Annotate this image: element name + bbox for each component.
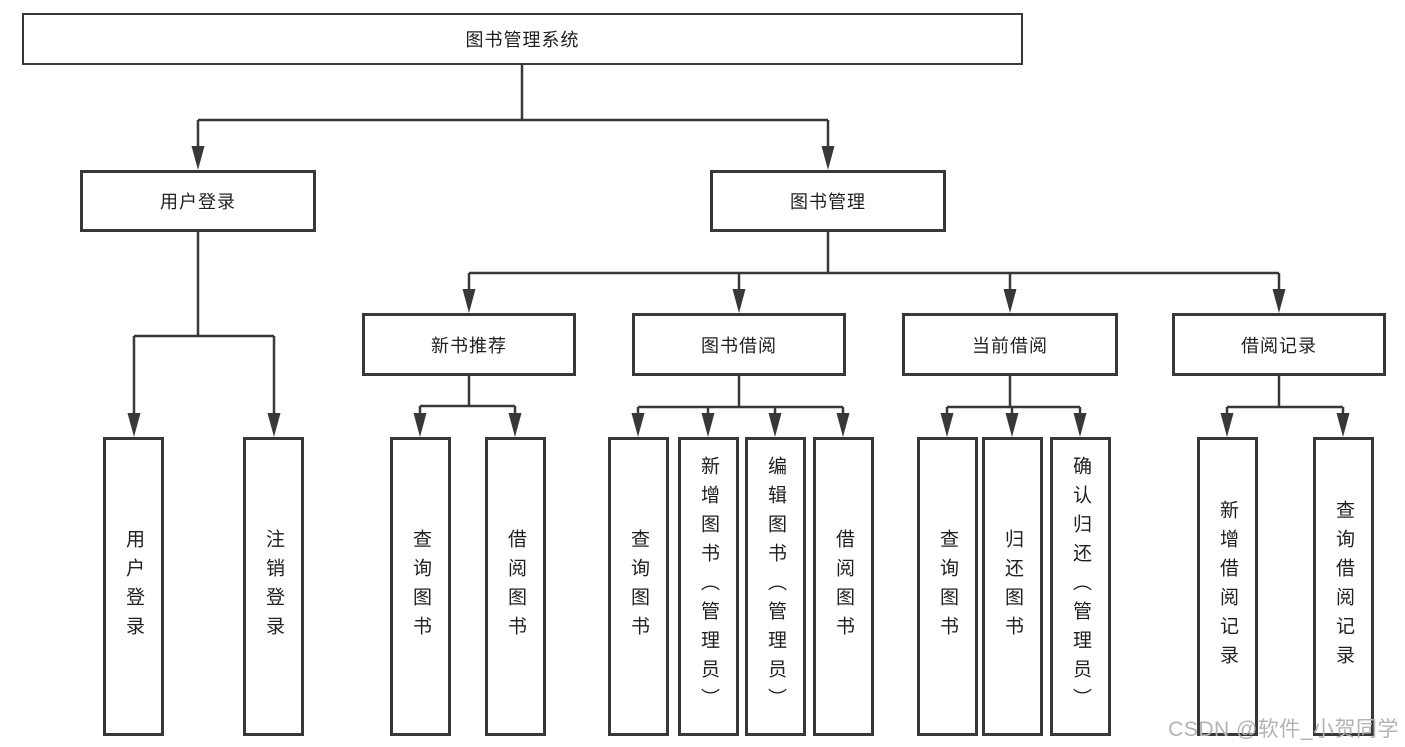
leaf-confirm-return-admin: 确认归还（管理员） <box>1050 437 1111 736</box>
leaf-edit-books-admin: 编辑图书（管理员） <box>745 437 806 736</box>
node-current-borrow: 当前借阅 <box>902 313 1118 376</box>
leaf-query-borrow-record-label: 查询借阅记录 <box>1333 499 1354 674</box>
leaf-query-books-borrow-label: 查询图书 <box>628 528 649 645</box>
node-user-login: 用户登录 <box>80 170 316 232</box>
leaf-user-login: 用户登录 <box>103 437 164 736</box>
leaf-confirm-return-admin-label: 确认归还（管理员） <box>1070 456 1091 717</box>
node-book-management: 图书管理 <box>710 170 946 232</box>
leaf-add-books-admin: 新增图书（管理员） <box>678 437 739 736</box>
leaf-add-books-admin-label: 新增图书（管理员） <box>698 456 719 717</box>
leaf-query-books-current-label: 查询图书 <box>937 528 958 645</box>
leaf-query-books-recommend-label: 查询图书 <box>410 528 431 645</box>
leaf-return-books: 归还图书 <box>982 437 1043 736</box>
node-library-management-system: 图书管理系统 <box>22 13 1023 65</box>
leaf-borrow-books-recommend: 借阅图书 <box>485 437 546 736</box>
leaf-borrow-books: 借阅图书 <box>813 437 874 736</box>
leaf-query-books-borrow: 查询图书 <box>608 437 669 736</box>
leaf-add-borrow-record-label: 新增借阅记录 <box>1217 499 1238 674</box>
leaf-query-books-current: 查询图书 <box>917 437 978 736</box>
leaf-query-books-recommend: 查询图书 <box>390 437 451 736</box>
node-book-borrow: 图书借阅 <box>632 313 846 376</box>
leaf-user-login-label: 用户登录 <box>123 528 144 645</box>
leaf-add-borrow-record: 新增借阅记录 <box>1197 437 1258 736</box>
arrowheads <box>127 146 1350 437</box>
tree-edges <box>132 65 1345 417</box>
leaf-query-borrow-record: 查询借阅记录 <box>1313 437 1374 736</box>
leaf-logout: 注销登录 <box>243 437 304 736</box>
watermark: CSDN @软件_小贺同学 <box>1168 718 1399 741</box>
leaf-borrow-books-label: 借阅图书 <box>833 528 854 645</box>
node-borrow-records: 借阅记录 <box>1172 313 1386 376</box>
leaf-logout-label: 注销登录 <box>263 528 284 645</box>
leaf-edit-books-admin-label: 编辑图书（管理员） <box>765 456 786 717</box>
node-new-book-recommend: 新书推荐 <box>362 313 576 376</box>
leaf-borrow-books-recommend-label: 借阅图书 <box>505 528 526 645</box>
leaf-return-books-label: 归还图书 <box>1002 528 1023 645</box>
